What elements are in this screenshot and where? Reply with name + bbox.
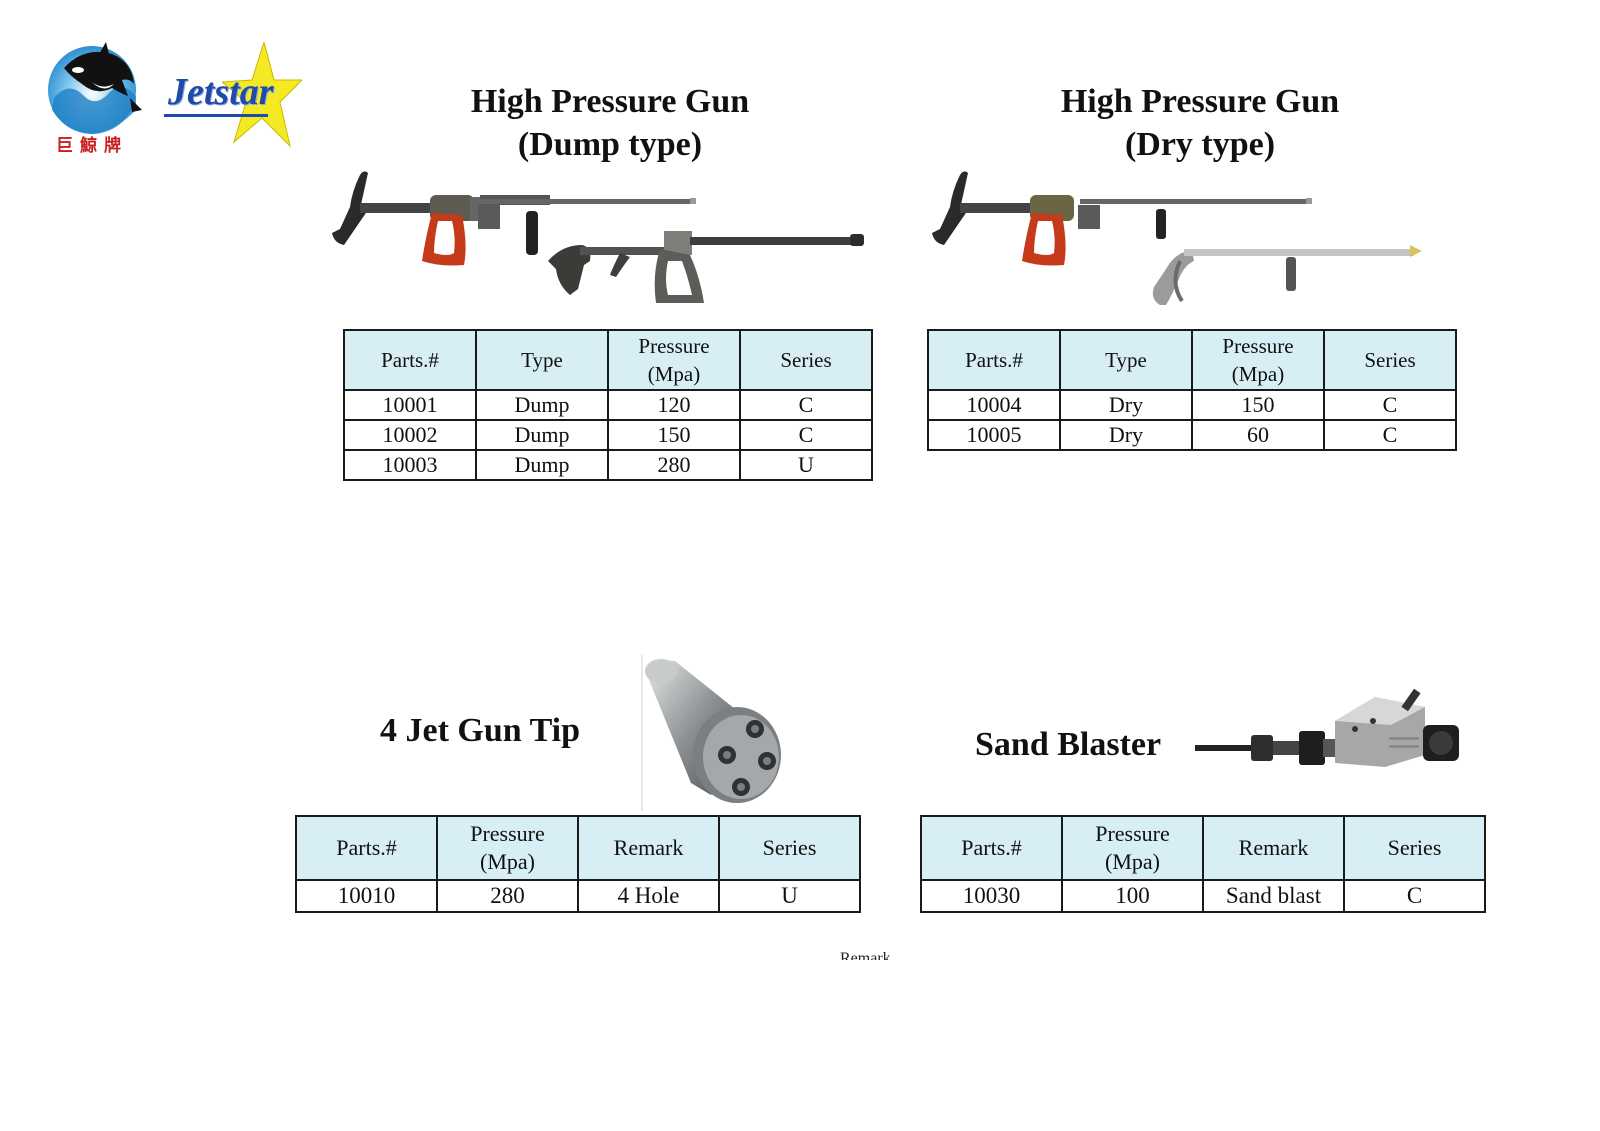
cell-parts: 10030 [920, 879, 1063, 913]
table-header-row: Parts.# Pressure (Mpa) Remark Series [920, 815, 1486, 881]
table-header-row: Parts.# Type Pressure (Mpa) Series [927, 329, 1457, 391]
cell-series: U [739, 449, 873, 481]
dump-gun-title-line2: (Dump type) [517, 126, 703, 163]
col-header-series: Series [739, 329, 873, 391]
dump-gun-table: Parts.# Type Pressure (Mpa) Series 10001… [343, 329, 873, 481]
col-header-pressure-unit: (Mpa) [647, 362, 701, 386]
jet-tip-title: 4 Jet Gun Tip [380, 712, 580, 749]
cell-series: C [1323, 419, 1457, 451]
col-header-series: Series [718, 815, 861, 881]
table-row: 10010 280 4 Hole U [295, 879, 861, 913]
cell-series: C [739, 389, 873, 421]
col-header-remark: Remark [1202, 815, 1345, 881]
jetstar-logo-text: Jetstar [168, 71, 274, 113]
col-header-pressure: Pressure (Mpa) [1061, 815, 1204, 881]
cell-pressure: 150 [607, 419, 741, 451]
cell-parts: 10004 [927, 389, 1061, 421]
cell-parts: 10005 [927, 419, 1061, 451]
cell-pressure: 120 [607, 389, 741, 421]
cell-type: Dump [475, 389, 609, 421]
orca-logo-icon [48, 42, 142, 134]
dry-gun-product-image [932, 171, 1422, 305]
col-header-type: Type [1059, 329, 1193, 391]
cell-parts: 10001 [343, 389, 477, 421]
table-row: 10002 Dump 150 C [343, 419, 873, 451]
jet-tip-product-image [641, 655, 791, 811]
col-header-pressure-unit: (Mpa) [1105, 849, 1160, 874]
cell-type: Dump [475, 419, 609, 451]
dump-gun-title-line1: High Pressure Gun [470, 83, 750, 120]
chinese-brand-text: 巨鯨牌 [56, 136, 128, 156]
col-header-series: Series [1323, 329, 1457, 391]
table-header-row: Parts.# Type Pressure (Mpa) Series [343, 329, 873, 391]
brand-logo-block: 巨鯨牌 Jetstar [44, 40, 309, 160]
cell-parts: 10010 [295, 879, 438, 913]
jet-tip-table: Parts.# Pressure (Mpa) Remark Series 100… [295, 815, 861, 913]
cell-type: Dry [1059, 389, 1193, 421]
cell-remark: 4 Hole [577, 879, 720, 913]
cell-parts: 10002 [343, 419, 477, 451]
star-icon [222, 42, 302, 148]
cell-type: Dry [1059, 419, 1193, 451]
col-header-pressure: Pressure (Mpa) [1191, 329, 1325, 391]
cell-pressure: 60 [1191, 419, 1325, 451]
dry-gun-title-line1: High Pressure Gun [1060, 83, 1340, 120]
dry-gun-table: Parts.# Type Pressure (Mpa) Series 10004… [927, 329, 1457, 451]
table-header-row: Parts.# Pressure (Mpa) Remark Series [295, 815, 861, 881]
table-row: 10030 100 Sand blast C [920, 879, 1486, 913]
col-header-series: Series [1343, 815, 1486, 881]
cell-type: Dump [475, 449, 609, 481]
table-row: 10005 Dry 60 C [927, 419, 1457, 451]
col-header-parts: Parts.# [927, 329, 1061, 391]
dry-gun-title: High Pressure Gun (Dry type) [1010, 80, 1390, 166]
cell-parts: 10003 [343, 449, 477, 481]
col-header-remark: Remark [577, 815, 720, 881]
cell-series: C [739, 419, 873, 451]
sand-blaster-table: Parts.# Pressure (Mpa) Remark Series 100… [920, 815, 1486, 913]
table-row: 10004 Dry 150 C [927, 389, 1457, 421]
col-header-pressure-label: Pressure [1095, 821, 1170, 846]
cell-remark: Sand blast [1202, 879, 1345, 913]
clipped-footer-text: Remark [840, 951, 891, 960]
cell-series: C [1343, 879, 1486, 913]
cell-pressure: 100 [1061, 879, 1204, 913]
cell-series: C [1323, 389, 1457, 421]
cell-pressure: 150 [1191, 389, 1325, 421]
sand-blaster-title: Sand Blaster [975, 726, 1162, 763]
col-header-pressure-label: Pressure [638, 334, 710, 358]
col-header-type: Type [475, 329, 609, 391]
col-header-parts: Parts.# [920, 815, 1063, 881]
col-header-parts: Parts.# [295, 815, 438, 881]
table-row: 10001 Dump 120 C [343, 389, 873, 421]
sand-blaster-product-image [1195, 688, 1459, 767]
logo-underline [164, 114, 268, 117]
cell-pressure: 280 [436, 879, 579, 913]
col-header-pressure-unit: (Mpa) [1231, 362, 1285, 386]
col-header-pressure: Pressure (Mpa) [436, 815, 579, 881]
dry-gun-title-line2: (Dry type) [1124, 126, 1276, 163]
dump-gun-title: High Pressure Gun (Dump type) [420, 80, 800, 166]
table-row: 10003 Dump 280 U [343, 449, 873, 481]
col-header-pressure-unit: (Mpa) [480, 849, 535, 874]
dump-gun-product-image [332, 171, 864, 303]
cell-series: U [718, 879, 861, 913]
col-header-pressure-label: Pressure [470, 821, 545, 846]
col-header-pressure-label: Pressure [1222, 334, 1294, 358]
col-header-parts: Parts.# [343, 329, 477, 391]
cell-pressure: 280 [607, 449, 741, 481]
col-header-pressure: Pressure (Mpa) [607, 329, 741, 391]
